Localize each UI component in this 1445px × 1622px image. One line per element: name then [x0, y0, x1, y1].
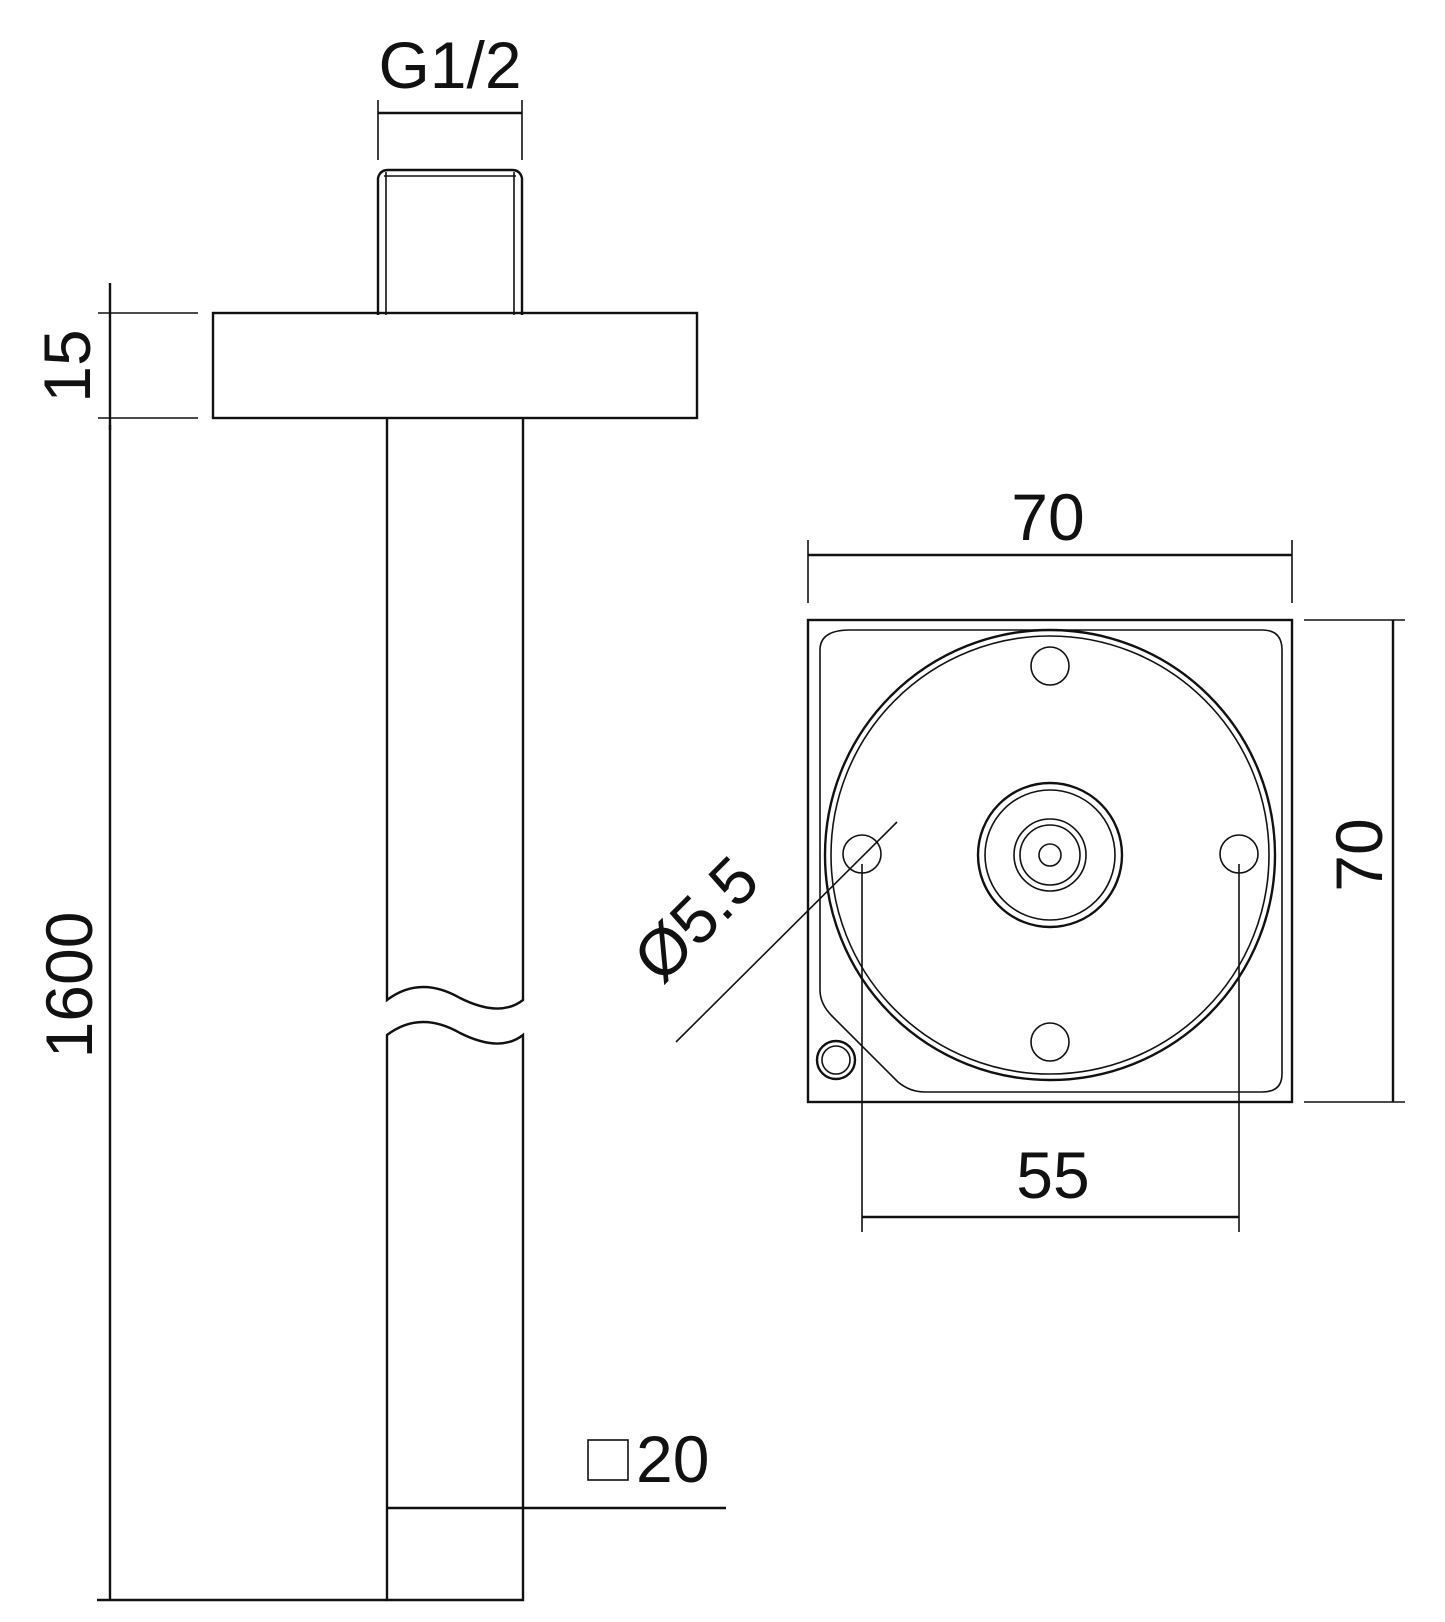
flange-height-dimension: 15: [30, 283, 198, 430]
center-ring-mid-2: [1019, 824, 1081, 886]
hole-diameter-dimension: Ø5.5: [619, 821, 898, 1043]
square-section-icon: [587, 1439, 629, 1481]
tube-section-label: 20: [636, 1422, 709, 1496]
center-ring-outer-2: [984, 789, 1116, 921]
mounting-hole-top: [1030, 646, 1070, 686]
thread-dimension: G1/2: [377, 28, 523, 160]
tube-section-dimension: 20: [387, 1422, 726, 1510]
center-ring-mid: [1013, 818, 1087, 892]
mounting-hole-bottom: [1030, 1022, 1070, 1062]
top-view: 70 70 55 Ø5.5: [619, 480, 1405, 1232]
corner-screw-inner: [821, 1045, 851, 1075]
total-length-dimension: 1600: [32, 425, 387, 1602]
outer-ring: [823, 628, 1277, 1082]
flange-height-label: 15: [30, 329, 104, 402]
flange: [211, 311, 699, 420]
side-view: G1/2 15 1600 20: [30, 28, 726, 1602]
center-ring-outer: [976, 781, 1124, 929]
hole-spacing-label: 55: [1016, 1138, 1089, 1212]
hole-diameter-label: Ø5.5: [619, 842, 773, 996]
inner-plate: [819, 629, 1283, 1093]
corner-screw: [815, 1039, 857, 1081]
thread-nipple: [376, 168, 524, 315]
outer-ring-inner: [830, 635, 1270, 1075]
thread-label: G1/2: [378, 28, 521, 102]
center-hole: [1038, 843, 1062, 867]
hole-spacing-dimension: 55: [861, 864, 1240, 1232]
width-dimension: 70: [807, 480, 1293, 603]
height-label: 70: [1322, 818, 1396, 891]
total-length-label: 1600: [32, 912, 106, 1059]
width-label: 70: [1011, 480, 1084, 554]
tube: [385, 418, 525, 1602]
flange-outline: [806, 618, 1294, 1104]
height-dimension: 70: [1304, 619, 1405, 1103]
